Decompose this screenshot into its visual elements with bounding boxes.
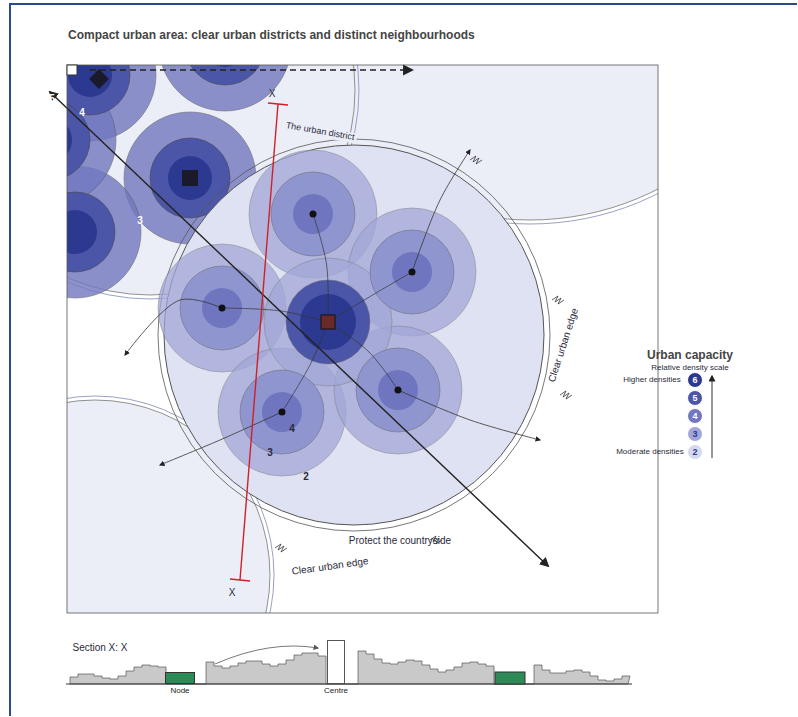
centre-block (327, 640, 345, 684)
district-centre (321, 315, 335, 329)
ground-line (66, 684, 632, 685)
neighbourhood-core (240, 370, 324, 454)
section-buildings (70, 651, 630, 684)
legend-arrow (712, 376, 713, 458)
node-dot (409, 269, 416, 276)
legend-swatch: 4 (687, 408, 703, 424)
legend-caption: Higher densities (623, 376, 680, 385)
density-number: 3 (267, 447, 273, 458)
local-road (328, 322, 398, 390)
node-block (165, 672, 195, 684)
node-dot (395, 387, 402, 394)
node-dot (219, 305, 226, 312)
density-number: 5 (49, 93, 55, 104)
node-block (495, 672, 525, 684)
edge-mark (275, 544, 287, 552)
district-centre (182, 170, 198, 186)
legend-caption: Moderate densities (616, 448, 684, 457)
node-dot (279, 409, 286, 416)
neighbourhood-core (370, 230, 454, 314)
map-label: X (269, 88, 276, 99)
section-title: Section X: X (72, 642, 127, 653)
legend-swatch: 3 (687, 426, 703, 442)
edge-mark (560, 391, 572, 399)
urban-edge-outer (158, 139, 550, 531)
legend-number: 2 (692, 447, 697, 457)
density-number: 3 (137, 215, 143, 226)
edge-mark (552, 296, 564, 304)
section-node: Centre (324, 640, 348, 695)
neighbourhood-core (185, 65, 265, 85)
local-road (313, 214, 328, 322)
section-line (240, 104, 278, 580)
link-road (125, 299, 222, 355)
link-road (160, 412, 282, 465)
section-node: Node (165, 672, 195, 695)
legend-swatch: 2 (687, 444, 703, 460)
neighbourhood-core (356, 348, 440, 432)
neighbourhood-centre (168, 156, 212, 200)
map-label: X (229, 587, 236, 598)
density-arrow (215, 646, 318, 664)
title: Compact urban area: clear urban district… (68, 28, 498, 42)
urban-edge (164, 145, 544, 525)
map-frame (67, 65, 658, 613)
neighbourhood-core (271, 172, 355, 256)
link-road (398, 390, 540, 440)
edge-mark (470, 156, 482, 164)
transport-axis (50, 92, 548, 566)
legend-number: 5 (692, 393, 697, 403)
local-road (328, 272, 412, 322)
legend-swatch: 6 (687, 372, 703, 388)
neighbourhood-core (67, 65, 130, 115)
density-number: 4 (79, 107, 85, 118)
density-number: 2 (303, 471, 309, 482)
legend-number: 6 (692, 375, 697, 385)
node-label: Centre (324, 686, 348, 695)
map-label: Protect the countryside (349, 535, 451, 546)
legend-caption: Relative density scale (651, 364, 728, 373)
transport-link (90, 69, 412, 71)
neighbourhood-centre (300, 294, 356, 350)
neighbourhood (159, 65, 291, 111)
link-road (412, 150, 470, 272)
neighbourhood-centre (67, 118, 72, 162)
map (67, 65, 658, 613)
town-centre (89, 69, 109, 89)
neighbourhood-centre (378, 370, 418, 410)
local-road (222, 308, 328, 322)
section-cap (230, 103, 288, 581)
legend-caption: Urban capacity (647, 349, 733, 362)
legend-swatch: 5 (687, 390, 703, 406)
neighbourhood-centre (293, 194, 333, 234)
neighbourhood-centre (392, 252, 432, 292)
neighbourhood-core (180, 266, 264, 350)
corner-mark (67, 65, 77, 75)
node-dot (310, 211, 317, 218)
neighbourhood-centre (262, 392, 302, 432)
density-number: 4 (289, 423, 295, 434)
neighbourhood-centre (67, 210, 97, 254)
legend-number: 4 (692, 411, 697, 421)
legend-number: 3 (692, 429, 697, 439)
neighbourhood-core (67, 192, 115, 272)
node-label: Node (170, 686, 189, 695)
